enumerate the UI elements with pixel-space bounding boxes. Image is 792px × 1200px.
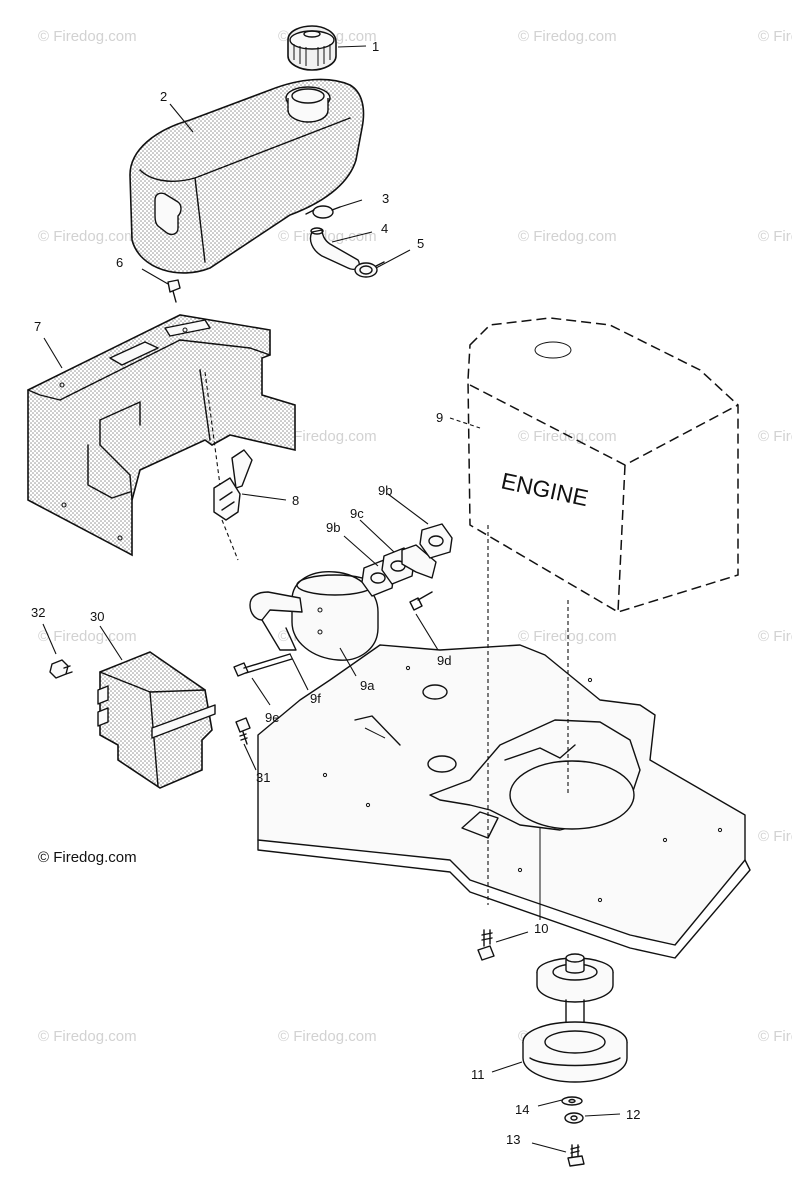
watermark: © Firedog.com	[518, 628, 617, 645]
callout-9: 9	[436, 410, 443, 425]
leader-lines	[42, 45, 621, 1153]
callout-14: 14	[515, 1102, 529, 1117]
callout-9b-lower: 9b	[326, 520, 340, 535]
callout-9f: 9f	[310, 691, 321, 706]
callout-3: 3	[382, 191, 389, 206]
callout-11: 11	[471, 1067, 485, 1082]
engine-bolt	[477, 929, 495, 961]
watermark: © Firedog.com	[758, 428, 792, 445]
watermark: © Firedog.com	[518, 28, 617, 45]
callout-12: 12	[626, 1107, 640, 1122]
callout-7: 7	[34, 319, 41, 334]
callout-1: 1	[372, 39, 379, 54]
watermark: © Firedog.com	[758, 628, 792, 645]
callout-10: 10	[534, 921, 548, 936]
watermark: © Firedog.com	[758, 28, 792, 45]
callout-31: 31	[256, 770, 270, 785]
pulley-washer	[561, 1096, 583, 1106]
callout-6: 6	[116, 255, 123, 270]
heat-shield	[97, 651, 216, 789]
screw	[167, 279, 181, 303]
watermark: © Firedog.com	[38, 228, 137, 245]
watermark: © Firedog.com	[518, 428, 617, 445]
throttle-control	[204, 371, 253, 561]
watermark: © Firedog.com	[758, 228, 792, 245]
callout-13: 13	[506, 1132, 520, 1147]
fuel-tank-bracket	[27, 314, 296, 557]
watermark: © Firedog.com	[278, 1028, 377, 1045]
callout-32: 32	[31, 605, 45, 620]
callouts: 1 2 3 4 5 6 7 8 9 9b 9c 9b 9d 9a 9f 9e 3…	[31, 39, 640, 1147]
heat-shield-nut	[49, 659, 73, 679]
callout-5: 5	[417, 236, 424, 251]
lock-washer	[564, 1112, 584, 1124]
copyright-text: © Firedog.com	[38, 849, 137, 866]
callout-4: 4	[381, 221, 388, 236]
callout-9b-upper: 9b	[378, 483, 392, 498]
watermark: © Firedog.com	[518, 228, 617, 245]
callout-9c: 9c	[350, 506, 364, 521]
fuel-tank	[129, 78, 365, 274]
watermark: © Firedog.com	[758, 828, 792, 845]
callout-9a: 9a	[360, 678, 375, 693]
exhaust-gaskets	[361, 523, 453, 611]
callout-30: 30	[90, 609, 104, 624]
callout-9e: 9e	[265, 710, 279, 725]
frame-plate	[257, 644, 751, 959]
callout-8: 8	[292, 493, 299, 508]
engine-label: ENGINE	[499, 467, 591, 511]
pulley-bolt	[567, 1144, 585, 1167]
watermark: © Firedog.com	[38, 628, 137, 645]
watermark: © Firedog.com	[278, 428, 377, 445]
watermark: © Firedog.com	[278, 228, 377, 245]
watermark: © Firedog.com	[758, 1028, 792, 1045]
exhaust-bolt	[233, 653, 293, 677]
gas-cap	[287, 25, 337, 71]
watermark: © Firedog.com	[38, 1028, 137, 1045]
pulley-assembly	[522, 953, 628, 1083]
callout-2: 2	[160, 89, 167, 104]
callout-9d: 9d	[437, 653, 451, 668]
fuel-line-assembly	[305, 205, 385, 278]
watermark: © Firedog.com	[38, 28, 137, 45]
muffler	[249, 571, 379, 661]
heat-shield-screw	[235, 717, 251, 745]
